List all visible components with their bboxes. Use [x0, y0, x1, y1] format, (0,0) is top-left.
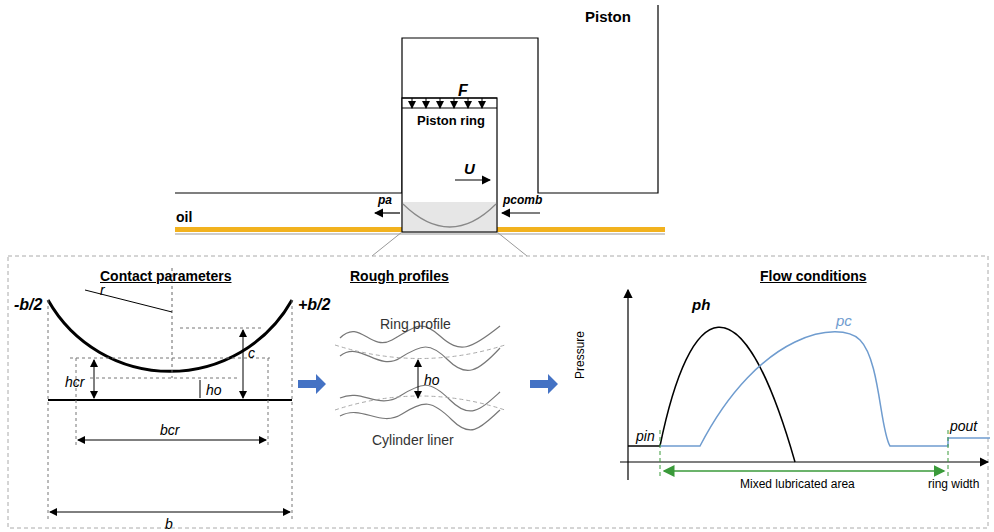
label: pin — [636, 428, 655, 444]
label: hcr — [65, 374, 84, 390]
label: c — [248, 345, 255, 361]
label: bcr — [160, 422, 179, 438]
label: Mixed lubricated area — [740, 477, 855, 491]
label: Ring profile — [380, 316, 451, 332]
label: U — [464, 160, 475, 177]
label: pa — [378, 193, 392, 207]
label: Pressure — [573, 331, 587, 379]
label: oil — [176, 209, 192, 225]
label: pout — [950, 418, 977, 434]
label: ring width — [928, 477, 979, 491]
label: F — [458, 82, 468, 100]
label: Piston — [585, 8, 631, 25]
panel-title: Rough profiles — [350, 268, 449, 284]
label: pcomb — [503, 193, 542, 207]
label: Cylinder liner — [372, 432, 454, 448]
label: ho — [424, 372, 440, 388]
label: ph — [692, 296, 710, 313]
label: ho — [206, 382, 222, 398]
piston-ring — [402, 98, 497, 232]
panel-title: Contact parameters — [100, 268, 232, 284]
detail-frame — [8, 256, 988, 528]
label: -b/2 — [14, 296, 42, 314]
label: Piston ring — [417, 113, 485, 128]
label: b — [165, 516, 173, 532]
label: r — [100, 282, 105, 298]
label: pc — [836, 312, 852, 329]
label: +b/2 — [298, 296, 330, 314]
panel-title: Flow conditions — [760, 268, 867, 284]
